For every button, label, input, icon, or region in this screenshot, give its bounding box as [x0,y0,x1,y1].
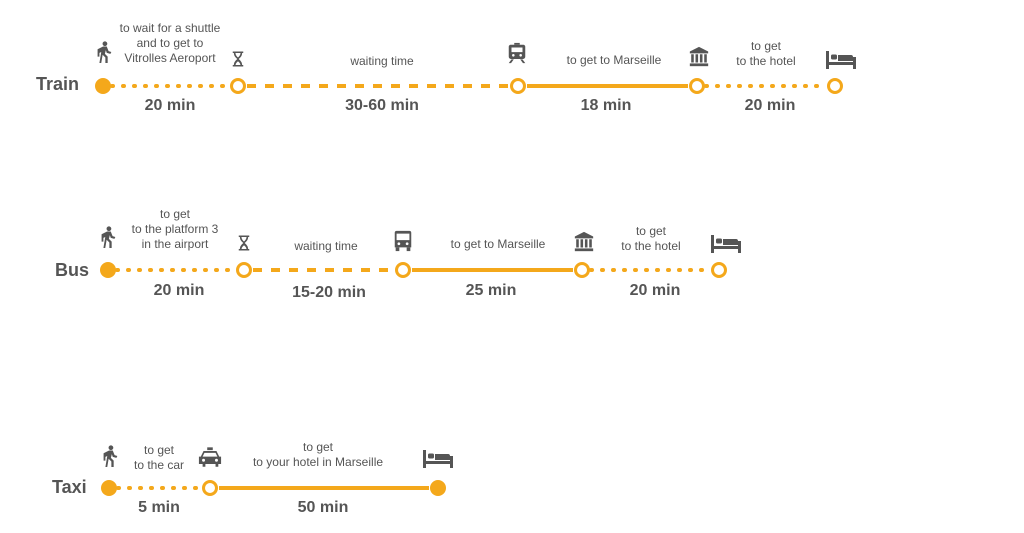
step-duration: 20 min [744,97,796,114]
walk-icon [103,445,118,467]
end-stop [430,480,446,496]
end-stop [711,262,727,278]
transfer-stop [230,78,246,94]
mode-label-taxi: Taxi [52,477,87,497]
step-duration: 30-60 min [345,97,419,114]
step-description: to get to the car [133,443,185,472]
step-description: to get to your hotel in Marseille [252,440,384,469]
step-description: to get to the hotel [621,224,681,253]
step-description: to get to Marseille [566,53,662,67]
train-icon [508,42,526,64]
step-duration: 50 min [297,499,349,516]
transfer-stop [510,78,526,94]
museum-icon [574,231,594,252]
step-duration: 20 min [144,97,196,114]
transfer-stop [395,262,411,278]
transfer-stop [202,480,218,496]
start-stop [95,78,111,94]
bed-icon [711,235,741,253]
walk-icon [101,226,116,248]
hourglass-icon [238,235,250,251]
transfer-stop [236,262,252,278]
walk-icon [97,41,112,63]
step-description: to wait for a shuttle and to get to Vitr… [119,21,221,65]
start-stop [100,262,116,278]
step-duration: 18 min [580,97,632,114]
bus-icon [394,230,412,252]
step-description: to get to the platform 3 in the airport [131,207,219,251]
mode-label-train: Train [36,74,80,94]
mode-label-bus: Bus [55,260,90,280]
bed-icon [423,450,453,468]
end-stop [827,78,843,94]
step-duration: 20 min [153,282,205,299]
step-description: waiting time [294,239,358,253]
step-description: waiting time [350,54,414,68]
bed-icon [826,51,856,69]
transfer-stop [574,262,590,278]
step-duration: 25 min [465,282,517,299]
step-description: to get to Marseille [450,237,546,251]
step-duration: 20 min [629,282,681,299]
start-stop [101,480,117,496]
step-description: to get to the hotel [736,39,796,68]
step-duration: 5 min [138,499,180,516]
hourglass-icon [232,51,244,67]
taxi-icon [198,447,222,467]
transfer-stop [689,78,705,94]
step-duration: 15-20 min [292,284,366,301]
museum-icon [689,46,709,67]
